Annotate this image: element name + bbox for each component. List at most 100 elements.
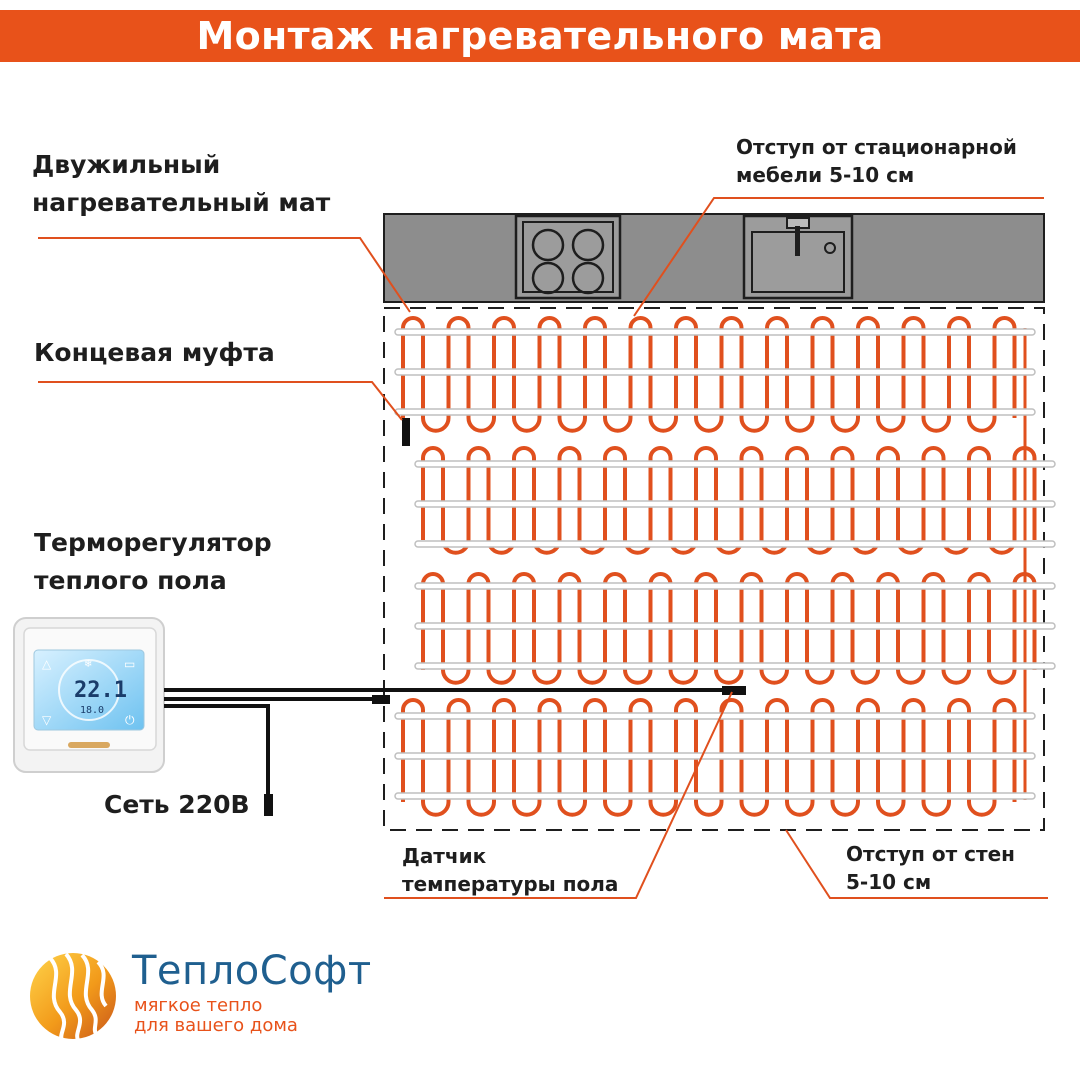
cable-loop xyxy=(583,316,633,433)
cable-loop xyxy=(466,572,516,685)
thermostat-temp-set: 18.0 xyxy=(80,705,104,716)
mesh-strip xyxy=(394,792,1036,800)
mesh-strips xyxy=(394,328,1056,800)
cable-loop xyxy=(921,446,971,555)
brand-name: ТеплоСофт xyxy=(132,948,372,994)
cable-loop xyxy=(719,316,769,433)
cable-loop xyxy=(466,446,516,555)
cable-loop xyxy=(537,698,587,817)
cable-loop xyxy=(446,698,496,817)
svg-text:▭: ▭ xyxy=(124,657,135,671)
thermostat-wires xyxy=(164,688,734,798)
room-outline xyxy=(383,307,1045,831)
page-title: Монтаж нагревательного мата xyxy=(196,14,884,58)
label-heating-mat-line2: нагревательный мат xyxy=(32,188,331,217)
leader-lines xyxy=(38,197,1048,899)
thermostat-device: 22.1 18.0 △ ▽ ▭ ⏻ ❄ xyxy=(13,617,165,773)
cable-loop xyxy=(421,446,471,555)
cable-loop xyxy=(830,572,880,685)
cable-loop xyxy=(401,316,451,433)
cable-loop xyxy=(810,698,860,817)
mesh-strip xyxy=(414,500,1056,508)
cable-loop xyxy=(992,698,1017,802)
cable-loop xyxy=(785,572,835,685)
mains-plug xyxy=(264,794,273,816)
cable-loop xyxy=(628,316,678,433)
mesh-strip xyxy=(414,662,1056,670)
mesh-strip xyxy=(394,712,1036,720)
brand-tagline-line1: мягкое тепло xyxy=(134,995,263,1016)
cable-loop xyxy=(492,698,542,817)
cable-loop xyxy=(512,572,562,685)
cable-loop xyxy=(557,446,607,555)
cable-loop xyxy=(694,572,744,685)
cable-loop xyxy=(401,698,451,817)
end-sleeve-marker xyxy=(402,418,410,446)
label-heating-mat: Двужильный нагревательный мат xyxy=(32,146,330,222)
label-furniture-offset-line1: Отступ от стационарной xyxy=(736,135,1017,159)
cable-loop xyxy=(810,316,860,433)
kitchen-counter xyxy=(383,213,1045,303)
label-mains: Сеть 220В xyxy=(104,790,250,819)
mesh-strip xyxy=(414,622,1056,630)
label-furniture-offset: Отступ от стационарной мебели 5-10 см xyxy=(736,133,1017,189)
cable-loop xyxy=(856,698,906,817)
thermostat-temp-main: 22.1 xyxy=(74,678,127,703)
cable-loop xyxy=(603,572,653,685)
cable-loop xyxy=(719,698,769,817)
label-thermostat-line1: Терморегулятор xyxy=(34,528,272,557)
label-floor-sensor: Датчик температуры пола xyxy=(402,842,618,898)
header-banner: Монтаж нагревательного мата xyxy=(0,10,1080,62)
label-floor-sensor-line2: температуры пола xyxy=(402,872,619,896)
sink-icon xyxy=(742,214,854,300)
mesh-strip xyxy=(414,540,1056,548)
cable-loop xyxy=(947,316,997,433)
cable-loop xyxy=(537,316,587,433)
mesh-strip xyxy=(394,328,1036,336)
cable-loop xyxy=(992,316,1017,418)
cable-loop xyxy=(421,572,471,685)
label-wall-offset-line1: Отступ от стен xyxy=(846,842,1015,866)
svg-text:⏻: ⏻ xyxy=(125,713,135,727)
cable-loop xyxy=(512,446,562,555)
cable-loop xyxy=(967,572,1017,685)
label-end-sleeve: Концевая муфта xyxy=(34,338,275,367)
cable-loop xyxy=(765,698,815,817)
cable-loop xyxy=(557,572,607,685)
cable-loop xyxy=(901,698,951,817)
label-heating-mat-line1: Двужильный xyxy=(32,150,221,179)
svg-text:△: △ xyxy=(42,657,52,671)
label-floor-sensor-line1: Датчик xyxy=(402,844,487,868)
cable-loop xyxy=(947,698,997,817)
cable-loop xyxy=(583,698,633,817)
svg-text:▽: ▽ xyxy=(42,713,52,727)
mesh-strip xyxy=(394,408,1036,416)
cable-loop xyxy=(648,572,698,685)
cable-loop xyxy=(856,316,906,433)
label-thermostat: Терморегулятор теплого пола xyxy=(34,524,272,600)
brand-logo-icon xyxy=(30,952,116,1042)
mesh-strip xyxy=(394,752,1036,760)
cable-loop xyxy=(446,316,496,433)
label-thermostat-line2: теплого пола xyxy=(34,566,227,595)
mesh-strip xyxy=(414,460,1056,468)
cable-loop xyxy=(901,316,951,433)
mesh-strip xyxy=(394,368,1036,376)
cable-loop xyxy=(765,316,815,433)
cable-loop xyxy=(603,446,653,555)
cable-loop xyxy=(674,316,724,433)
heating-cable xyxy=(401,316,1037,817)
label-wall-offset-line2: 5-10 см xyxy=(846,870,932,894)
cable-loop xyxy=(674,698,724,817)
svg-text:❄: ❄ xyxy=(84,659,92,670)
stove-icon xyxy=(514,214,622,300)
cable-loop xyxy=(921,572,971,685)
mesh-strip xyxy=(414,582,1056,590)
wire-connector xyxy=(372,695,390,704)
brand-tagline-line2: для вашего дома xyxy=(134,1015,298,1036)
label-furniture-offset-line2: мебели 5-10 см xyxy=(736,163,915,187)
label-wall-offset: Отступ от стен 5-10 см xyxy=(846,840,1015,896)
cable-loop xyxy=(739,446,789,555)
cable-loop xyxy=(785,446,835,555)
